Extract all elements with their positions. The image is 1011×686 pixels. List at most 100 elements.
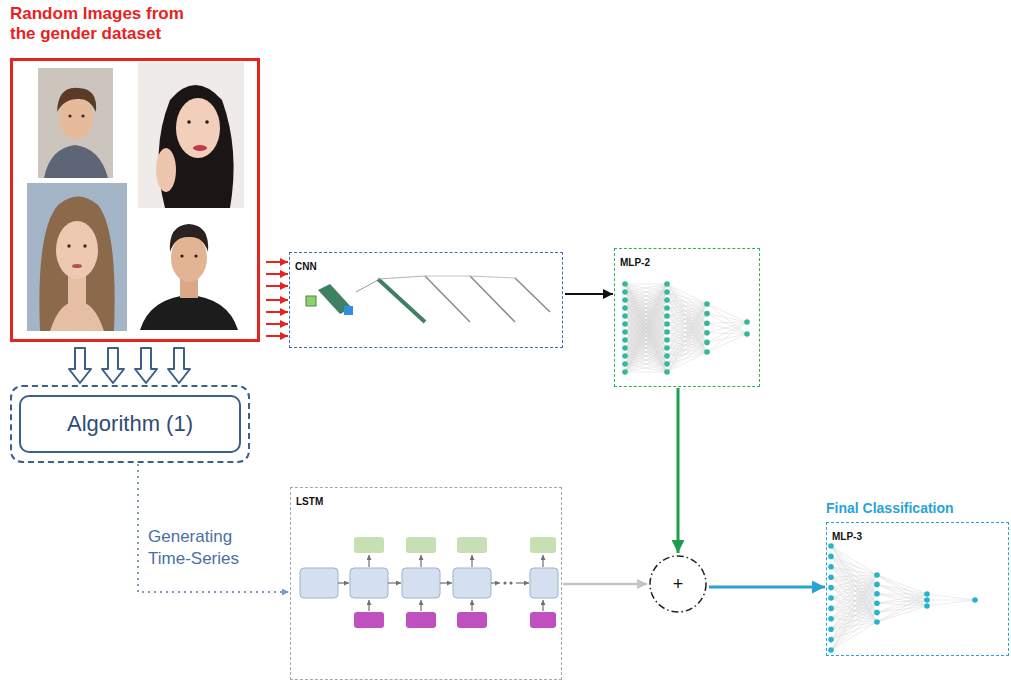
lstm-illustration-part-part	[368, 600, 369, 611]
input-arrows-part	[266, 311, 288, 313]
mlp-illustration-part	[831, 575, 877, 608]
mlp-illustration-part	[625, 284, 667, 316]
panel-frame	[10, 58, 260, 342]
lstm-illustration-part-part	[420, 555, 421, 567]
algorithm-inner: Algorithm (1)	[19, 395, 241, 453]
mlp-illustration-part	[667, 342, 707, 348]
panel-heading: Random Images from the gender dataset	[10, 4, 210, 44]
photo-man-part	[170, 224, 208, 252]
lstm-illustration-part	[457, 537, 487, 553]
input-arrows-part	[266, 261, 288, 263]
mlp-illustration-part	[625, 284, 667, 372]
mlp-illustration-part	[667, 304, 707, 348]
cnn-illustration-part	[378, 276, 425, 279]
input-arrows-part	[266, 335, 288, 337]
lstm-illustration-part	[530, 612, 556, 628]
cnn-illustration-part	[318, 284, 352, 314]
lstm-illustration-part-part	[471, 555, 472, 567]
flow-arrow	[266, 299, 288, 301]
mlp-illustration-part	[831, 594, 877, 650]
mlp-illustration-part	[622, 361, 628, 367]
mlp-illustration-part	[664, 337, 670, 343]
mlp-illustration-part	[707, 314, 747, 334]
mlp-illustration-part	[664, 297, 670, 303]
mlp-illustration-part	[874, 600, 880, 606]
hollow-arrows-part	[135, 348, 157, 383]
mlp-illustration-part	[828, 606, 834, 612]
operator-symbol: +	[648, 554, 708, 614]
photo-girl-part	[27, 183, 127, 331]
mlp-illustration-part	[874, 572, 880, 578]
photo-woman-part	[193, 145, 207, 151]
mlp-illustration-part	[625, 372, 667, 373]
mlp-illustration-part	[667, 332, 707, 342]
mlp-illustration-part	[622, 321, 628, 327]
mlp-illustration-part	[877, 594, 927, 622]
mlp-illustration-part	[924, 603, 930, 609]
box-label: MLP-3	[832, 531, 862, 543]
mlp-box: MLP-2	[614, 248, 760, 387]
mlp-illustration-part	[927, 600, 975, 606]
cnn-illustration-part	[378, 279, 425, 322]
mlp-illustration-part	[877, 575, 927, 606]
flow-arrow	[565, 293, 613, 295]
panel-heading: Final Classification	[826, 500, 1006, 517]
mlp-illustration-part	[625, 284, 667, 292]
mlp-illustration-part	[667, 304, 707, 332]
mlp-illustration-part	[877, 600, 927, 603]
edge-label-holder: Generating Time-Series	[146, 526, 268, 570]
input-arrows-part	[266, 273, 288, 275]
mlp-illustration-part	[625, 284, 667, 285]
mlp-illustration-part	[622, 313, 628, 319]
mlp-illustration-part	[874, 582, 880, 588]
mlp-illustration-part	[625, 284, 667, 348]
photo-woman-part	[176, 98, 220, 158]
lstm-illustration-part	[338, 555, 543, 611]
mlp-illustration-part	[622, 289, 628, 295]
mlp-illustration-part	[831, 575, 877, 640]
mlp-illustration-part	[744, 319, 750, 325]
lstm-illustration-part-part	[338, 582, 349, 583]
mlp-illustration-part	[707, 322, 747, 333]
algorithm-box: Algorithm (1)	[10, 385, 250, 463]
mlp-illustration-part	[625, 284, 667, 356]
cnn-illustration	[306, 276, 550, 322]
mlp-illustration-part	[831, 546, 877, 622]
lstm-illustration-part	[300, 568, 338, 598]
input-arrows-part	[266, 323, 288, 325]
mlp-illustration-part	[877, 584, 927, 606]
lstm-illustration-part-part	[368, 555, 369, 567]
lstm-box: LSTM	[290, 487, 562, 680]
mlp-illustration-part	[704, 301, 710, 307]
mlp-illustration-part	[924, 591, 930, 597]
hollow-arrows-part	[102, 348, 124, 383]
cnn-box: CNN	[289, 252, 563, 348]
mlp-illustration-part	[625, 284, 667, 316]
mlp-illustration-part	[625, 324, 667, 372]
mlp-illustration-part	[664, 345, 670, 351]
mlp-illustration-part	[664, 369, 670, 375]
flow-arrow	[563, 583, 647, 586]
mlp-illustration-part	[625, 364, 667, 372]
mlp-illustration-part	[622, 281, 628, 287]
mlp-illustration-part	[831, 622, 877, 640]
mlp-illustration	[828, 543, 978, 653]
mlp-illustration-part	[704, 320, 710, 326]
mlp-illustration-part	[707, 322, 747, 342]
mlp-illustration-part	[707, 322, 747, 352]
lstm-illustration-part	[509, 581, 512, 584]
mlp-illustration-part	[625, 340, 667, 372]
mlp-illustration-part	[625, 308, 667, 372]
cnn-illustration-part	[515, 278, 550, 312]
photo-boy-part	[38, 68, 113, 178]
flow-arrow	[138, 464, 289, 592]
block-arrow	[69, 348, 91, 383]
lstm-illustration-part	[406, 612, 436, 628]
mlp-illustration-part	[828, 585, 834, 591]
lstm-illustration-part-part	[491, 582, 500, 583]
cnn-illustration-part	[425, 276, 470, 277]
mlp-illustration-part	[828, 637, 834, 643]
